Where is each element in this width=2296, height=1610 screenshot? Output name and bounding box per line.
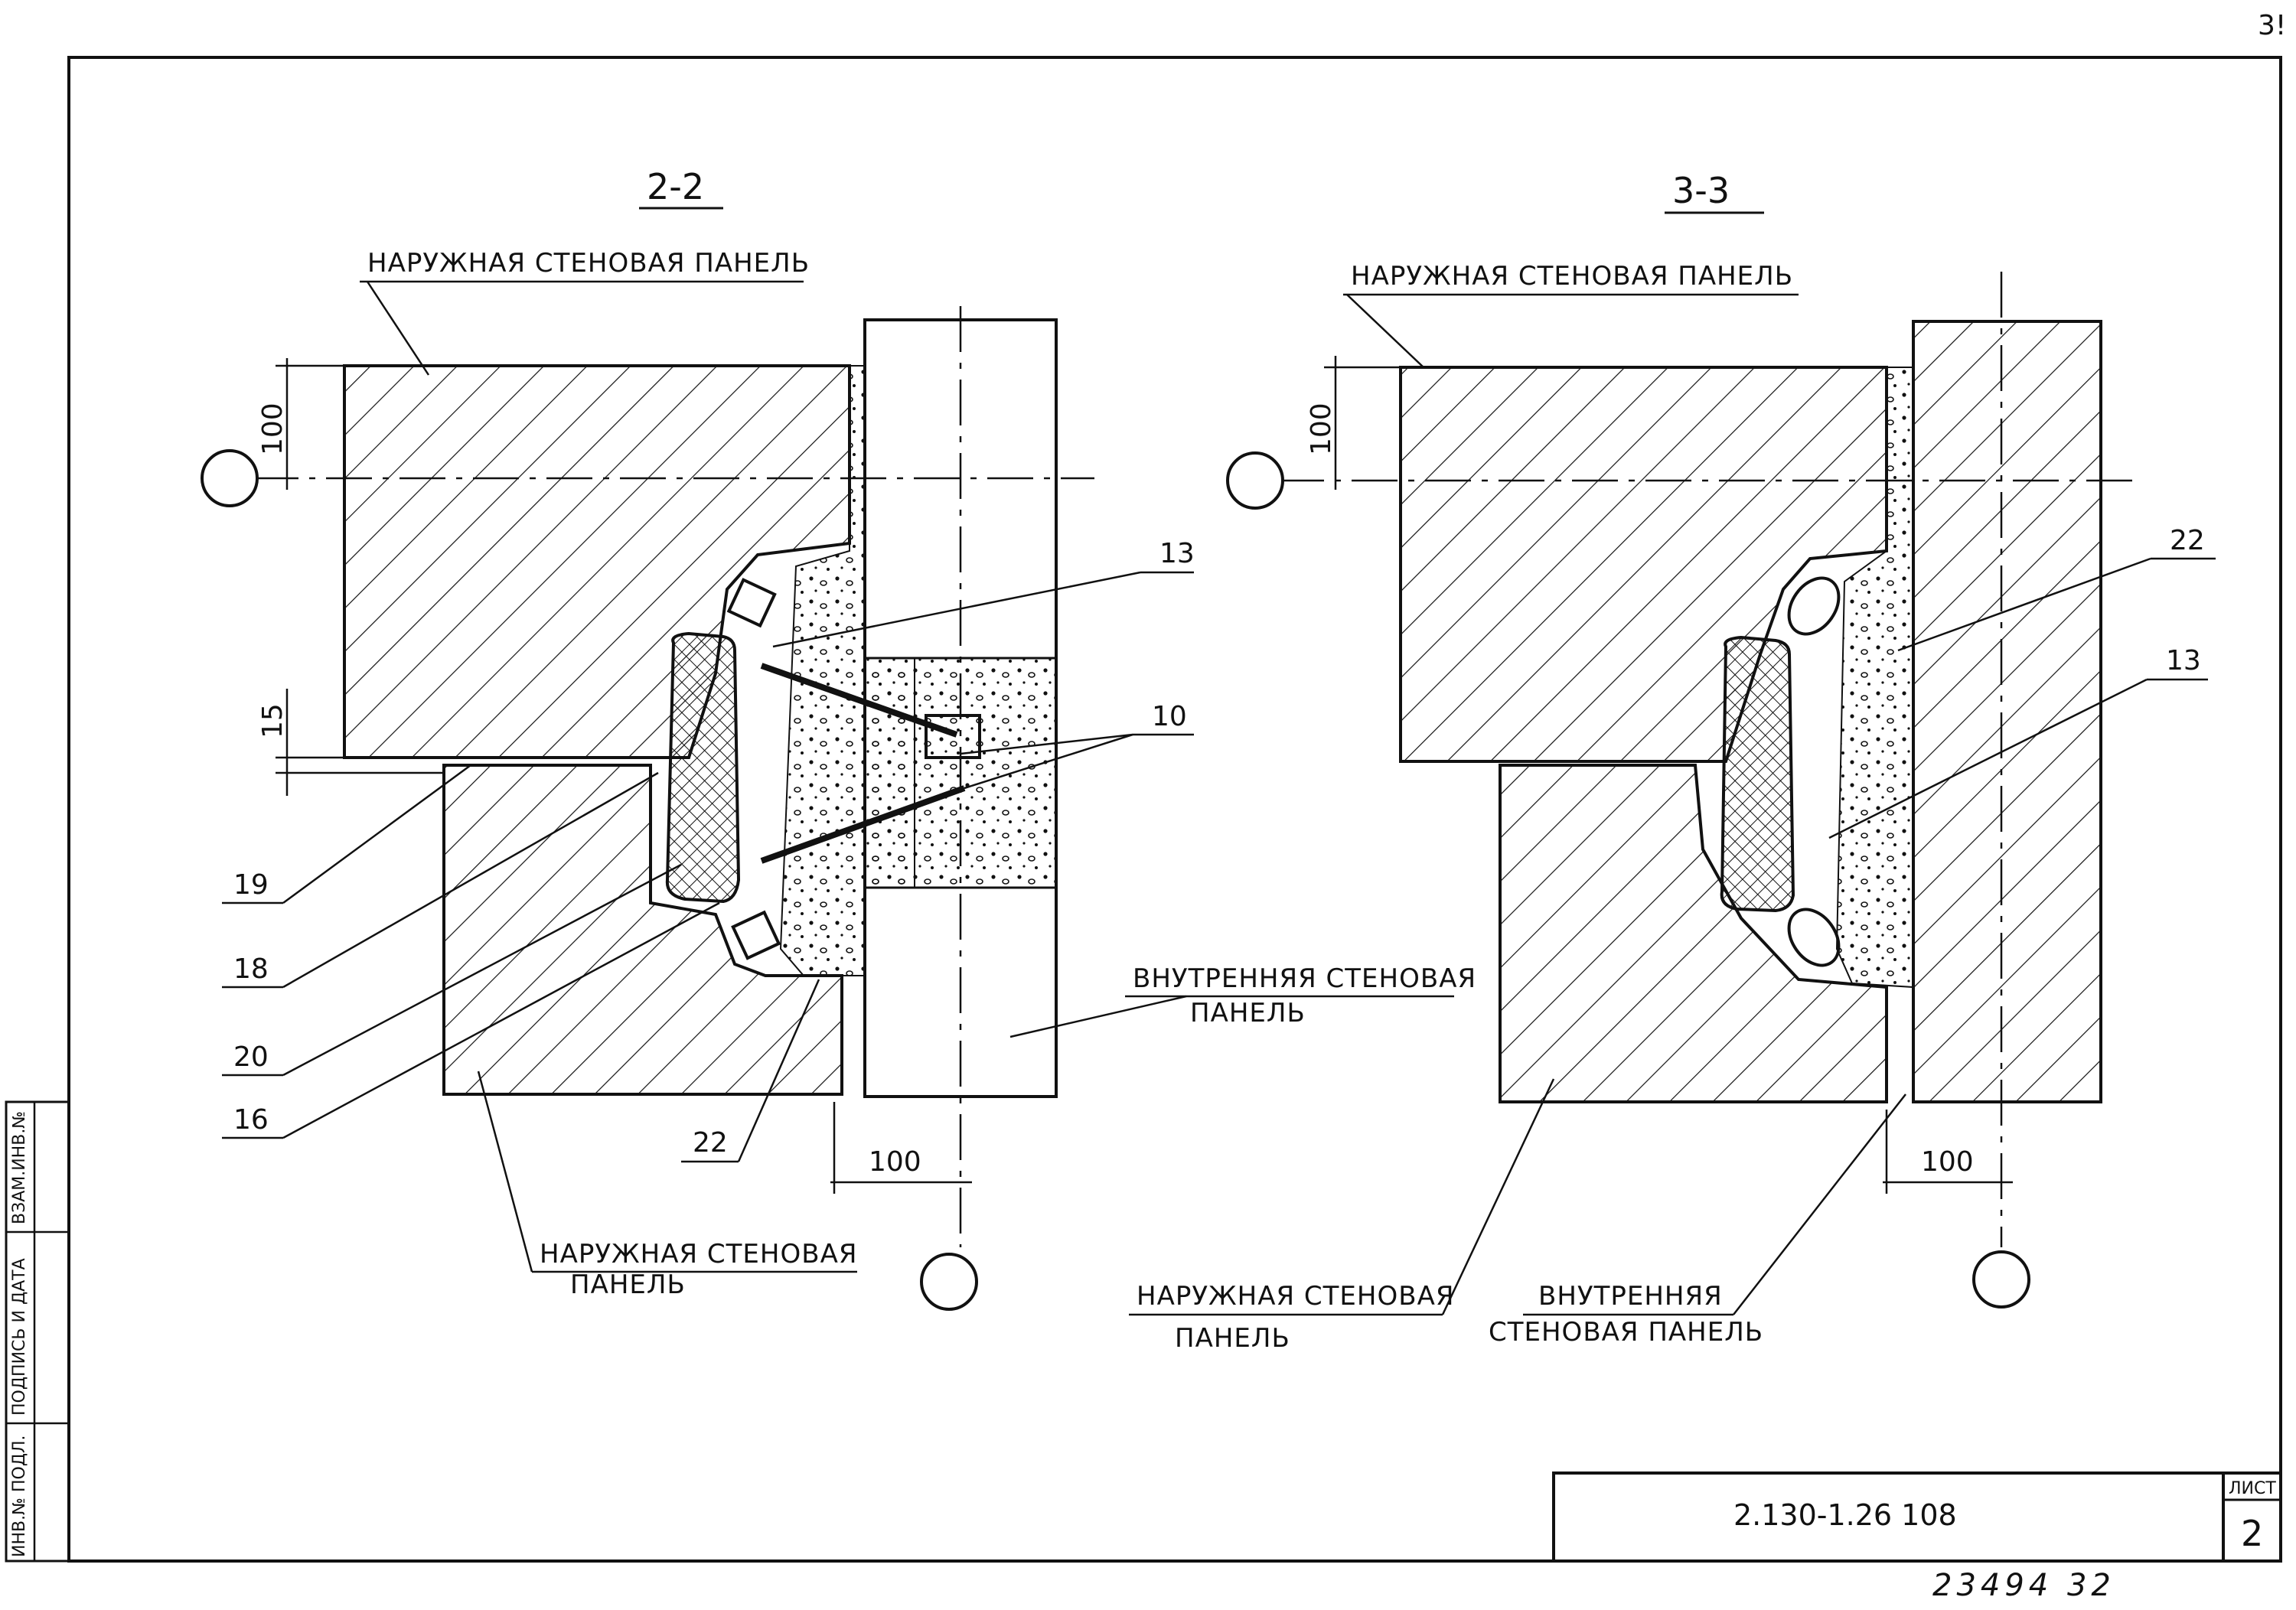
callout-20: 20: [233, 1041, 269, 1073]
loop-lower: [731, 910, 781, 960]
anchor-rod-lower: [760, 785, 966, 864]
callout-13: 13: [1159, 538, 1195, 569]
axis-bubble-bottom-3: [1972, 1250, 2030, 1309]
dim-bottom-100: 100: [869, 1146, 921, 1178]
bottom-stamp: 23494 32: [1932, 1568, 2115, 1603]
outer-panel-upper-3: [1399, 366, 1888, 763]
side-stamp-col3: ВЗАМ.ИНВ.№: [10, 1111, 29, 1224]
label-outer-panel-top: НАРУЖНАЯ СТЕНОВАЯ ПАНЕЛЬ: [367, 248, 810, 279]
dim-bottom-100-3: 100: [1921, 1146, 1974, 1178]
side-stamp-col2: ПОДПИСЬ И ДАТА: [10, 1258, 29, 1416]
callout-22: 22: [693, 1127, 728, 1159]
sheet-frame: [67, 56, 2282, 1563]
seal-gasket-20: [665, 631, 741, 904]
sheet-corner-mark: 3!: [2258, 10, 2286, 41]
label-outer-panel-bottom-3-l2: ПАНЕЛЬ: [1175, 1323, 1290, 1354]
dim-gap-15: 15: [257, 703, 289, 738]
outer-panel-upper: [343, 364, 851, 759]
label-outer-panel-bottom-l2: ПАНЕЛЬ: [570, 1269, 686, 1300]
section-title-2-2: 2-2: [647, 166, 704, 207]
callout-22-3: 22: [2170, 525, 2205, 556]
label-outer-panel-top-3: НАРУЖНАЯ СТЕНОВАЯ ПАНЕЛЬ: [1351, 261, 1793, 292]
title-block-sheet-number: 2: [2241, 1513, 2263, 1554]
anchor-rod-upper: [760, 663, 958, 738]
dim-top-100: 100: [257, 402, 289, 455]
anchor-plate: [925, 714, 981, 759]
outer-panel-lower: [442, 764, 843, 1096]
title-block: 2.130-1.26 108 ЛИСТ 2: [1552, 1471, 2282, 1563]
callout-10: 10: [1152, 701, 1187, 732]
side-stamp: ИНВ.№ ПОДЛ. ПОДПИСЬ И ДАТА ВЗАМ.ИНВ.№: [5, 1100, 70, 1563]
label-inner-panel-l2: ПАНЕЛЬ: [1190, 998, 1306, 1028]
label-inner-panel-3-l1: ВНУТРЕННЯЯ: [1538, 1281, 1723, 1312]
side-stamp-col1: ИНВ.№ ПОДЛ.: [10, 1435, 29, 1557]
section-2-2: 2-2 НАРУЖНАЯ СТЕНОВАЯ ПАНЕЛЬ 100: [201, 166, 1476, 1311]
axis-bubble-left: [201, 449, 259, 507]
axis-bubble-bottom: [920, 1253, 978, 1311]
callout-18: 18: [233, 953, 269, 985]
seal-gasket-3: [1720, 635, 1795, 913]
loop-upper: [726, 578, 777, 628]
callout-19: 19: [233, 869, 269, 901]
title-block-code: 2.130-1.26 108: [1733, 1498, 1957, 1532]
label-inner-panel-l1: ВНУТРЕННЯЯ СТЕНОВАЯ: [1133, 963, 1476, 994]
dim-top-100-3: 100: [1306, 402, 1337, 455]
inner-panel-3: [1912, 320, 2102, 1103]
label-outer-panel-bottom-3-l1: НАРУЖНАЯ СТЕНОВАЯ: [1137, 1281, 1454, 1312]
label-outer-panel-bottom-l1: НАРУЖНАЯ СТЕНОВАЯ: [540, 1239, 857, 1269]
callout-13-3: 13: [2166, 645, 2201, 676]
loop-lower-3: [1787, 908, 1841, 967]
title-block-sheet-label: ЛИСТ: [2229, 1479, 2276, 1498]
axis-bubble-left-3: [1226, 451, 1284, 510]
section-title-3-3: 3-3: [1672, 170, 1730, 211]
label-inner-panel-3-l2: СТЕНОВАЯ ПАНЕЛЬ: [1489, 1317, 1763, 1348]
outer-panel-lower-3: [1499, 764, 1888, 1103]
callout-16: 16: [233, 1104, 269, 1136]
loop-upper-3: [1787, 576, 1841, 636]
section-3-3: 3-3 НАРУЖНАЯ СТЕНОВАЯ ПАНЕЛЬ 100 100 22 …: [1129, 170, 2216, 1354]
